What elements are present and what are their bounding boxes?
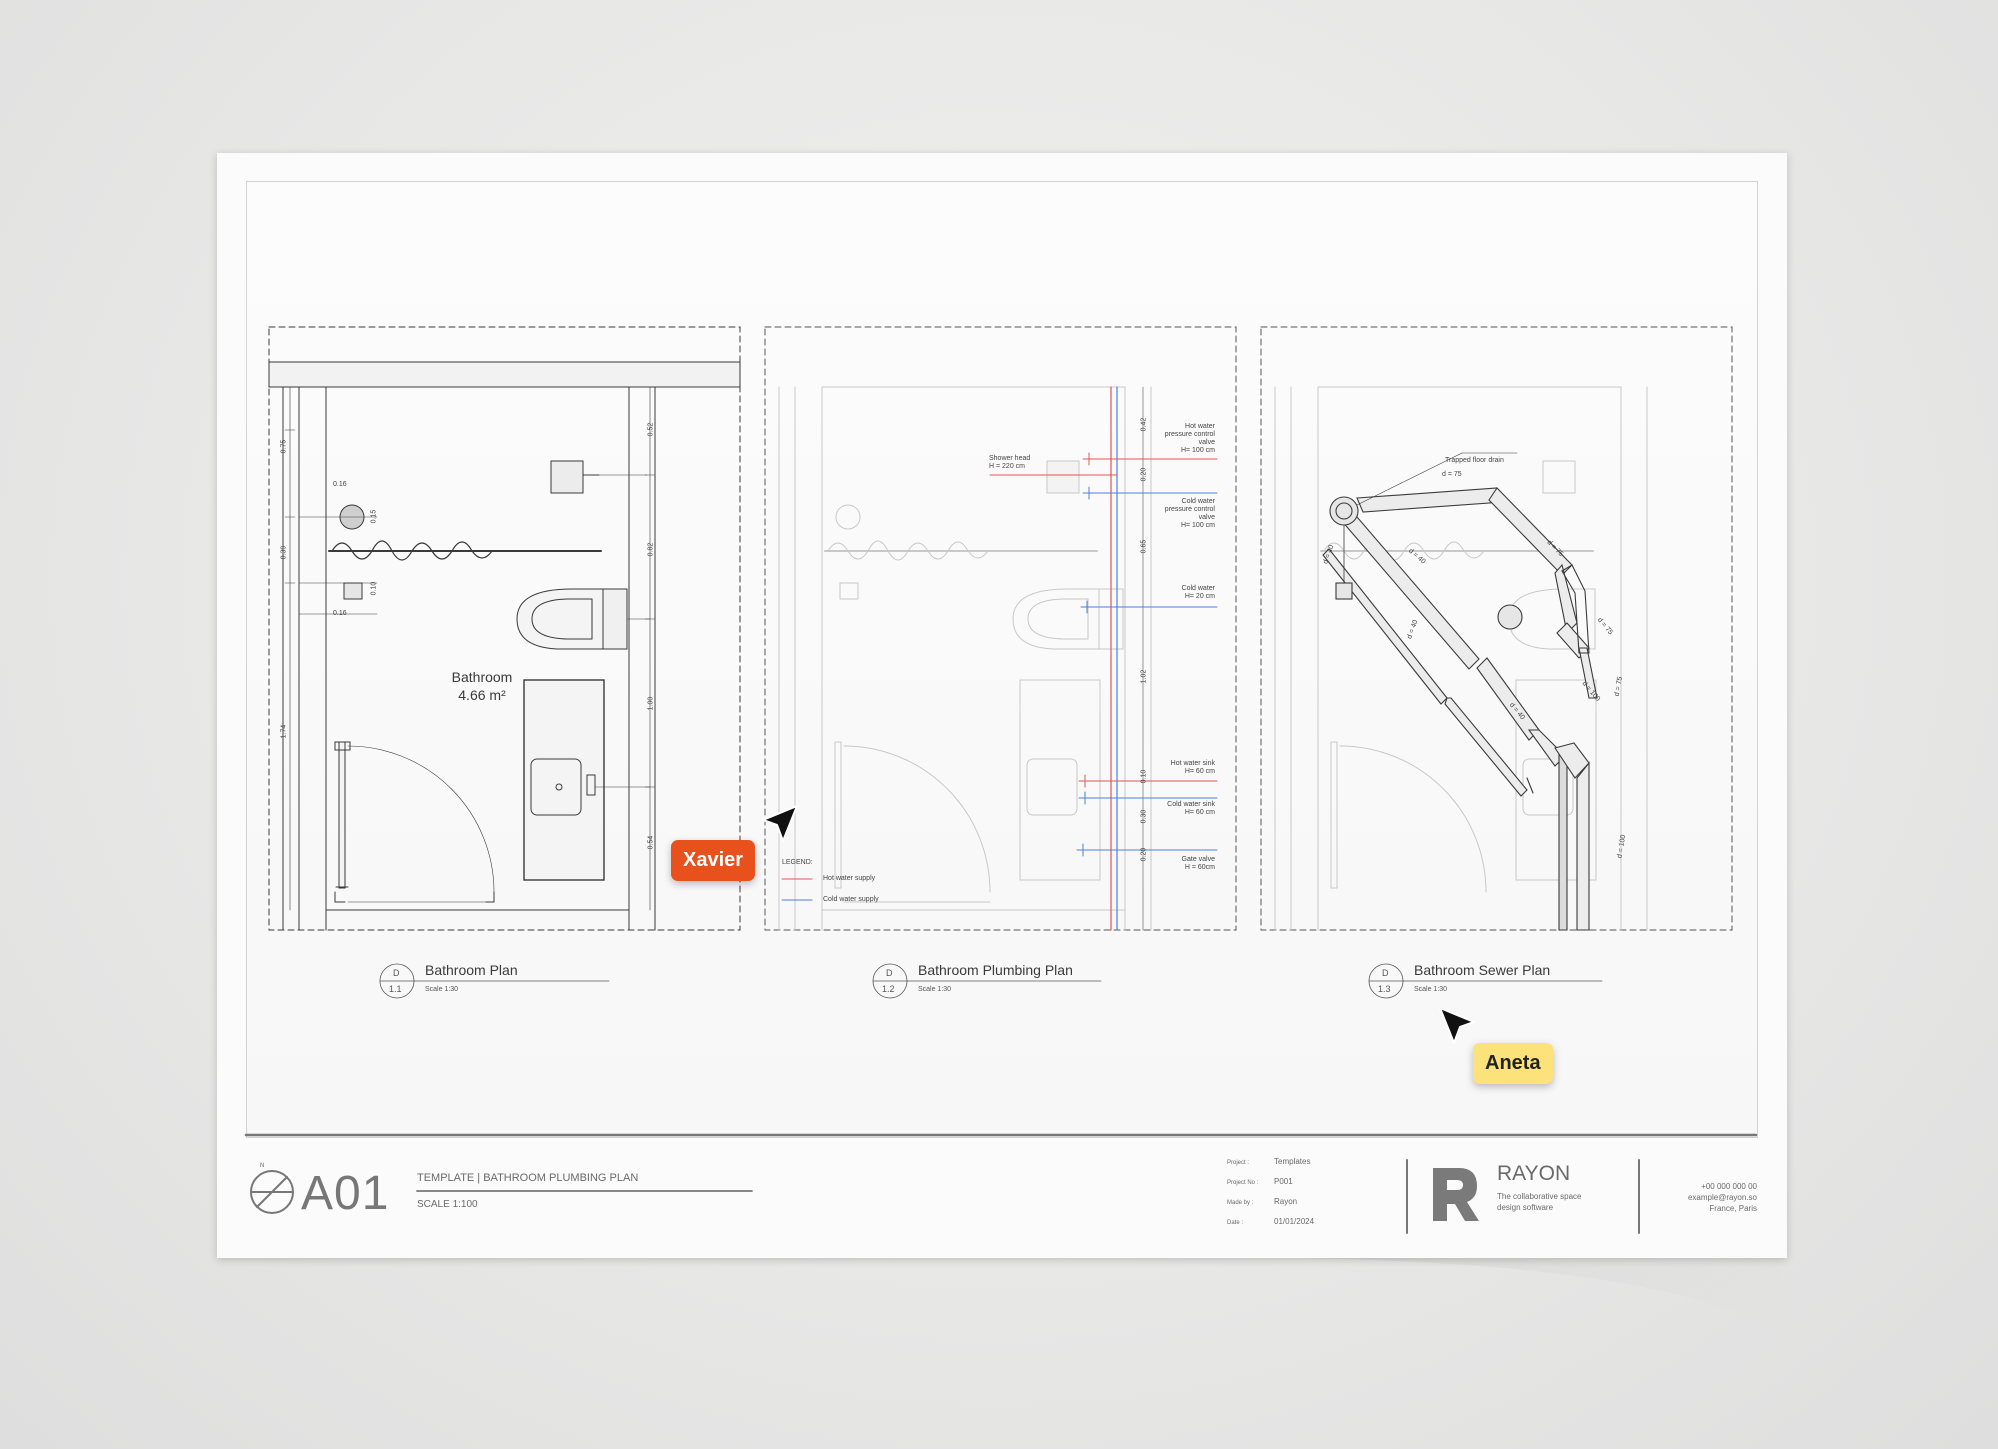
aneta-cursor-icon: [1439, 1007, 1475, 1044]
drawing-sheet: Bathroom 4.66 m² 0.75 0.39 1.74 0.52 0.8…: [217, 153, 1787, 1258]
annotation-line: valve: [1198, 439, 1215, 446]
dim-left-3: 1.74: [280, 724, 288, 739]
meta-key: Made by :: [1227, 1200, 1254, 1206]
plumbing-dimension: 0.20: [1140, 847, 1148, 862]
annotation-line: pressure control: [1164, 506, 1215, 513]
room-area: 4.66 m²: [458, 687, 506, 703]
xavier-name: Xavier: [683, 849, 744, 871]
plumbing-dimension: 0.42: [1140, 417, 1148, 432]
sewer-pipe-label: d = 75: [1442, 471, 1462, 478]
aneta-name: Aneta: [1485, 1052, 1541, 1074]
meta-value: 01/01/2024: [1274, 1217, 1315, 1226]
plan-badge-letter: D: [1382, 968, 1389, 978]
plumbing-dimension: 0.30: [1140, 809, 1148, 824]
annotation-line: H= 60 cm: [1184, 809, 1215, 816]
legend-title: LEGEND:: [782, 859, 813, 866]
sheet-number: A01: [301, 1167, 390, 1220]
annotation-line: Cold water sink: [1167, 801, 1215, 808]
plan-badge-number: 1.2: [882, 984, 895, 994]
annotation-line: H = 60cm: [1184, 864, 1215, 871]
plumbing-plan-drawing: [764, 326, 1237, 931]
drawing-frame: [246, 181, 1758, 1138]
sewer-plan-drawing: [1260, 326, 1733, 931]
plumbing-dimension: 0.65: [1140, 539, 1148, 554]
annotation-line: Gate valve: [1181, 856, 1215, 863]
rayon-logo: [1433, 1168, 1479, 1221]
xavier-cursor-tag: Xavier: [671, 840, 756, 881]
meta-key: Project No :: [1227, 1180, 1259, 1186]
meta-value: P001: [1274, 1177, 1293, 1186]
annotation-line: H= 20 cm: [1184, 593, 1215, 600]
dim-fixture-4: 0.16: [333, 610, 347, 617]
annotation-line: H = 220 cm: [989, 463, 1025, 470]
contact-email: example@rayon.so: [1687, 1193, 1757, 1202]
dim-fixture-3: 0.10: [370, 581, 378, 596]
dim-left-2: 0.39: [280, 545, 288, 560]
dim-right-2: 0.82: [647, 542, 655, 557]
annotation-line: Cold water: [1181, 585, 1215, 592]
meta-key: Project :: [1227, 1160, 1250, 1166]
brand-tagline-2: design software: [1497, 1203, 1554, 1212]
contact-block: +00 000 000 00 example@rayon.so France, …: [1657, 1181, 1757, 1214]
brand-name: RAYON: [1497, 1162, 1571, 1185]
plan-scale: Scale 1:30: [1414, 986, 1448, 993]
dim-fixture-1: 0.16: [333, 481, 347, 488]
plan-badge-letter: D: [886, 968, 893, 978]
annotation-line: Hot water: [1185, 423, 1215, 430]
contact-phone: +00 000 000 00: [1701, 1182, 1757, 1191]
meta-value: Rayon: [1274, 1197, 1298, 1206]
meta-key: Date :: [1227, 1220, 1244, 1226]
plan-title: Bathroom Sewer Plan: [1414, 962, 1551, 978]
trap-label: Trapped floor drain: [1445, 457, 1504, 464]
annotation-line: H= 100 cm: [1180, 447, 1215, 454]
meta-value: Templates: [1274, 1157, 1311, 1166]
bathroom-plan-drawing: [268, 326, 741, 931]
plumbing-dimension: 1.02: [1140, 669, 1148, 684]
annotation-line: H= 100 cm: [1180, 522, 1215, 529]
dim-fixture-2: 0.15: [370, 509, 378, 524]
annotation-line: Shower head: [989, 455, 1031, 462]
annotation-line: pressure control: [1164, 431, 1215, 438]
plan-badge-number: 1.1: [389, 984, 402, 994]
sheet-subtitle: TEMPLATE | BATHROOM PLUMBING PLAN: [417, 1172, 639, 1184]
dim-right-1: 0.52: [647, 422, 655, 437]
plan-scale: Scale 1:30: [918, 986, 952, 993]
annotation-line: valve: [1198, 514, 1215, 521]
brand-tagline-1: The collaborative space: [1497, 1192, 1582, 1201]
dim-right-3: 1.00: [647, 696, 655, 711]
dim-right-4: 0.54: [647, 835, 655, 850]
annotation-line: Cold water: [1181, 498, 1215, 505]
room-name: Bathroom: [451, 669, 513, 685]
plan-scale: Scale 1:30: [425, 986, 459, 993]
annotation-line: H= 60 cm: [1184, 768, 1215, 775]
sewer-pipes: [1322, 452, 1598, 931]
dim-left-1: 0.75: [280, 439, 288, 454]
sheet-scale: SCALE 1:100: [417, 1199, 478, 1210]
aneta-cursor-tag: Aneta: [1473, 1043, 1553, 1084]
plumbing-dimension: 0.10: [1140, 769, 1148, 784]
contact-location: France, Paris: [1709, 1204, 1757, 1213]
xavier-cursor-icon: [762, 805, 798, 842]
legend-hot: Hot water supply: [823, 875, 876, 882]
compass-n: N: [260, 1163, 265, 1169]
plan-badge-letter: D: [393, 968, 400, 978]
drawings-canvas: [244, 326, 1758, 1234]
plan-badge-number: 1.3: [1378, 984, 1391, 994]
plumbing-dimension: 0.20: [1140, 467, 1148, 482]
annotation-line: Hot water sink: [1170, 760, 1215, 767]
plan-title: Bathroom Plan: [425, 962, 518, 978]
legend-cold: Cold water supply: [823, 896, 879, 903]
plan-title: Bathroom Plumbing Plan: [918, 962, 1073, 978]
